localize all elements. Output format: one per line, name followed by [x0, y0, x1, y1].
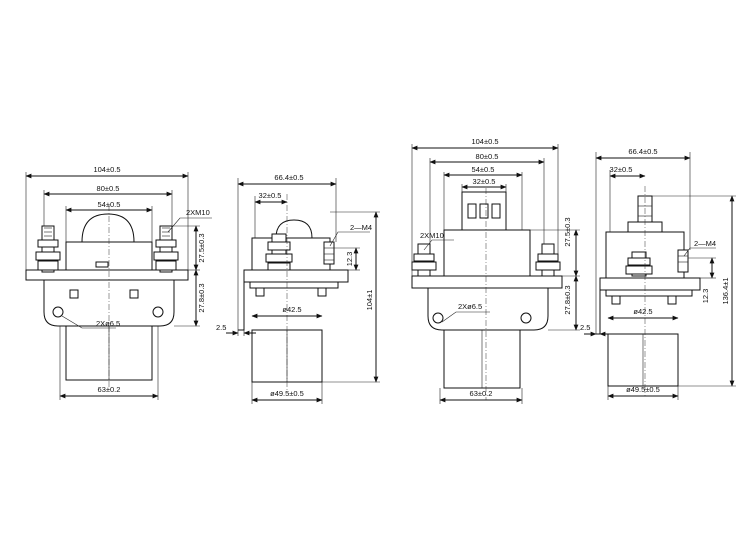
v2-base-plate [243, 269, 349, 283]
v4-inner-diameter: ø42.5 [633, 307, 652, 316]
v2-offset: 2.5 [216, 323, 226, 332]
view-4-side: 66.4±0.5 32±0.5 2—M4 12.3 136.4±1 ø42.5 … [580, 147, 736, 400]
v1-mount-hole-right [152, 306, 164, 318]
v4-thread-callout: 2—M4 [694, 239, 716, 248]
v4-terminal [625, 251, 653, 277]
v3-width-total: 104±0.5 [471, 137, 498, 146]
v1-width-54: 54±0.5 [98, 200, 121, 209]
v4-height-total: 136.4±1 [721, 277, 730, 304]
v1-height-bottom: 27.8±0.3 [197, 283, 206, 312]
v2-terminal [265, 233, 293, 273]
v3-height-top: 27.5±0.3 [563, 217, 572, 246]
v4-side-terminal [677, 249, 689, 273]
v4-bracket [596, 290, 601, 335]
v1-label-tab [95, 261, 109, 268]
v4-width-total: 66.4±0.5 [628, 147, 657, 156]
view-1-front: 104±0.5 80±0.5 54±0.5 2XM10 27.5±0.3 27.… [25, 165, 212, 400]
v3-terminal-right [535, 243, 561, 277]
v1-holes-callout: 2Xø6.5 [96, 319, 120, 328]
v1-terminal-left [35, 225, 61, 273]
v2-thread-callout: 2—M4 [350, 223, 372, 232]
v3-upper-body [443, 229, 531, 279]
view-2-side: 66.4±0.5 32±0.5 2—M4 12.3 104±1 ø42.5 2.… [216, 173, 380, 404]
v4-height-small: 12.3 [701, 289, 710, 304]
v1-body-width: 63±0.2 [98, 385, 121, 394]
v4-base-plate [599, 277, 701, 291]
v2-body-diameter: ø49.5±0.5 [270, 389, 304, 398]
v3-mount-hole-right [520, 312, 532, 324]
v3-base-plate [411, 275, 563, 289]
v3-height-bottom: 27.8±0.3 [563, 285, 572, 314]
v4-width-32: 32±0.5 [610, 165, 633, 174]
v2-height-total: 104±1 [365, 290, 374, 311]
v2-flange [249, 281, 339, 289]
v3-body-width: 63±0.2 [470, 389, 493, 398]
v1-width-80: 80±0.5 [97, 184, 120, 193]
v3-mount-hole-left [432, 312, 444, 324]
v3-terminal-left [411, 243, 437, 277]
view-3-front: 104±0.5 80±0.5 54±0.5 32±0.5 2XM10 27.5±… [411, 137, 580, 404]
v1-thread-callout: 2XM10 [186, 208, 210, 217]
v3-width-32: 32±0.5 [473, 177, 496, 186]
v1-terminal-right [153, 225, 179, 273]
v2-bracket [238, 282, 245, 331]
v3-holes-callout: 2Xø6.5 [458, 302, 482, 311]
v1-width-total: 104±0.5 [93, 165, 120, 174]
v1-dome [81, 213, 135, 243]
v3-thread-callout: 2XM10 [420, 231, 444, 240]
v3-width-54: 54±0.5 [472, 165, 495, 174]
v2-width-total: 66.4±0.5 [274, 173, 303, 182]
v2-height-small: 12.3 [345, 252, 354, 267]
v2-side-terminal [323, 241, 335, 265]
v2-width-32: 32±0.5 [259, 191, 282, 200]
v4-body-diameter: ø49.5±0.5 [626, 385, 660, 394]
v1-mount-hole-left [52, 306, 64, 318]
v2-inner-diameter: ø42.5 [282, 305, 301, 314]
v3-width-80: 80±0.5 [476, 152, 499, 161]
v3-mounting-flange [427, 287, 549, 331]
v1-height-top: 27.5±0.3 [197, 233, 206, 262]
v4-offset: 2.5 [580, 323, 590, 332]
